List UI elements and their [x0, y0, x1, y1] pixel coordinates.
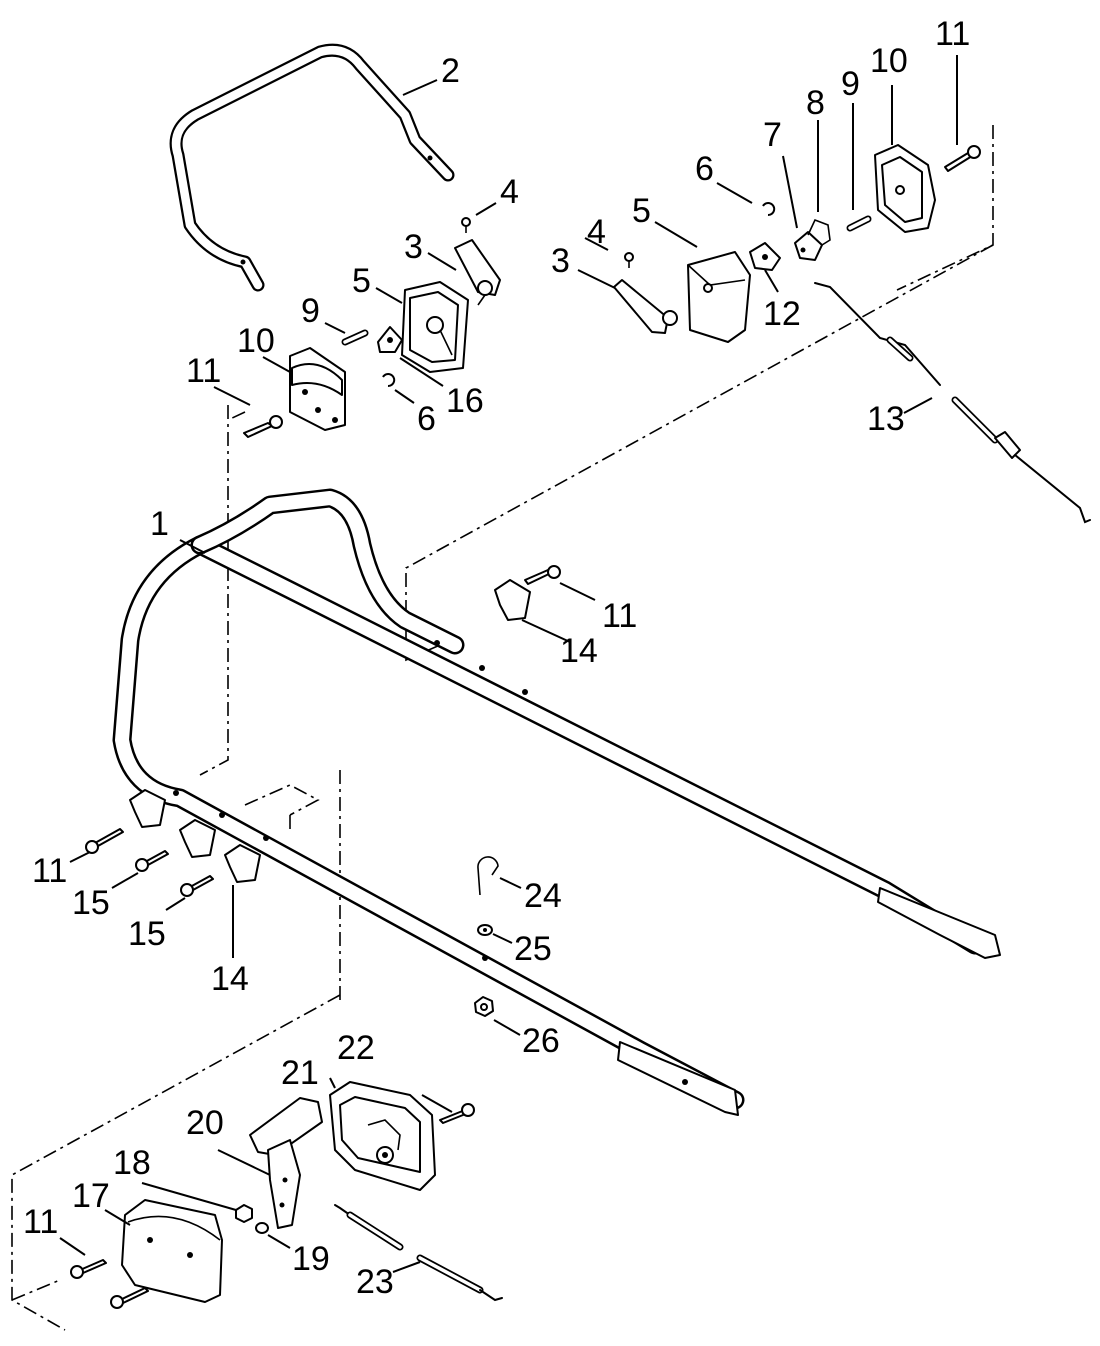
- callout-9-right: 9: [841, 65, 860, 103]
- callout-11-mid-left: 11: [32, 852, 67, 890]
- assembly-guide-lines: [11, 125, 994, 1331]
- callout-numbers: 1 2 3 3 4 4 5 5 6 6 7 8 9 9 10 10 11 11 …: [23, 15, 970, 1301]
- callout-15-lower: 15: [128, 915, 166, 953]
- callout-19: 19: [292, 1240, 330, 1278]
- callout-8: 8: [806, 84, 825, 122]
- callout-4-left: 4: [500, 173, 519, 211]
- frame-clamps-and-screws: [85, 565, 561, 897]
- callout-13: 13: [867, 400, 905, 438]
- bail-loop-bar: [169, 43, 455, 292]
- callout-18: 18: [113, 1144, 151, 1182]
- callout-4-right: 4: [587, 213, 606, 251]
- callout-25: 25: [514, 930, 552, 968]
- callout-6-left: 6: [417, 400, 436, 438]
- left-upper-control-assembly: [243, 217, 501, 438]
- callout-10-right: 10: [870, 42, 908, 80]
- callout-11-mid-right: 11: [602, 597, 637, 635]
- callout-10-left: 10: [237, 322, 275, 360]
- upper-control-cable: [814, 282, 1091, 524]
- callout-22: 22: [337, 1029, 375, 1067]
- callout-7: 7: [763, 116, 782, 154]
- callout-6-right: 6: [695, 150, 714, 188]
- right-upper-control-assembly: [613, 144, 981, 343]
- callout-11-upper-right: 11: [935, 15, 970, 53]
- main-handle-frame: [112, 488, 1001, 1116]
- callout-3-right: 3: [551, 242, 570, 280]
- hook-washer-nut: [474, 856, 499, 1017]
- callout-12: 12: [763, 295, 801, 333]
- callout-leader-lines: [59, 55, 958, 1273]
- callout-16: 16: [446, 382, 484, 420]
- callout-3-left: 3: [404, 228, 423, 266]
- callout-26: 26: [522, 1022, 560, 1060]
- lower-throttle-assembly: [70, 1081, 503, 1309]
- callout-2: 2: [441, 52, 460, 90]
- callout-11-lower-left: 11: [23, 1203, 58, 1241]
- callout-5-right: 5: [632, 192, 651, 230]
- callout-24: 24: [524, 877, 562, 915]
- callout-20: 20: [186, 1104, 224, 1142]
- callout-15-upper: 15: [72, 884, 110, 922]
- callout-21: 21: [281, 1054, 319, 1092]
- callout-11-upper-left: 11: [186, 352, 221, 390]
- callout-14-upper: 14: [560, 632, 598, 670]
- callout-17: 17: [72, 1177, 110, 1215]
- callout-9-left: 9: [301, 292, 320, 330]
- callout-23: 23: [356, 1263, 394, 1301]
- callout-5-left: 5: [352, 262, 371, 300]
- callout-14-lower: 14: [211, 960, 249, 998]
- callout-1: 1: [150, 505, 169, 543]
